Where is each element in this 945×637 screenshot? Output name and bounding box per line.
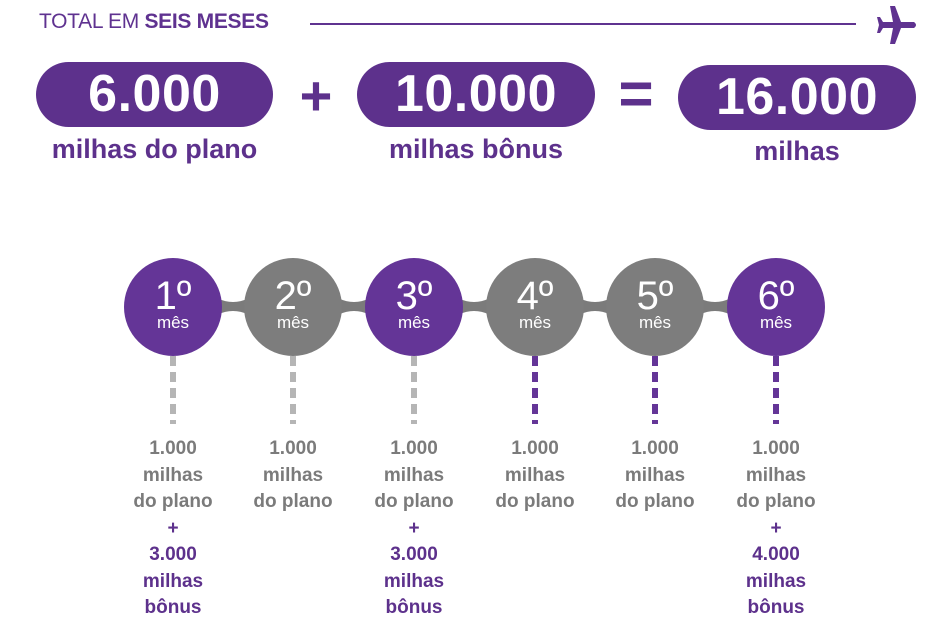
month-details-2: 1.000 milhas do plano — [238, 436, 348, 516]
month-circle-5: 5º mês — [606, 258, 704, 356]
month-details-5: 1.000 milhas do plano — [600, 436, 710, 516]
month-details-3: 1.000 milhas do plano + 3.000 milhas bôn… — [359, 436, 469, 622]
plan-value: 1.000 — [390, 438, 438, 459]
month-unit: mês — [759, 313, 793, 332]
plan-label: milhas — [745, 464, 807, 486]
plan-miles-value: 6.000 — [88, 65, 221, 123]
month-unit: mês — [276, 313, 310, 332]
bonus-value: 4.000 — [752, 544, 800, 565]
plan-label: milhas — [504, 464, 566, 486]
section-title-light: TOTAL EM — [39, 10, 145, 33]
plan-label: do plano — [253, 491, 333, 512]
plan-label: do plano — [736, 491, 816, 512]
total-miles-pill: 16.000 — [678, 65, 916, 130]
bonus-value: 3.000 — [149, 544, 197, 565]
month-unit: mês — [397, 313, 431, 332]
bonus-miles-pill: 10.000 — [357, 62, 595, 127]
section-title: TOTAL EM SEIS MESES — [39, 10, 269, 34]
airplane-icon — [874, 4, 918, 46]
month-unit: mês — [156, 313, 190, 332]
month-details-1: 1.000 milhas do plano + 3.000 milhas bôn… — [118, 436, 228, 622]
bonus-label: milhas — [142, 570, 204, 592]
plan-miles-pill: 6.000 — [36, 62, 273, 127]
plan-label: do plano — [615, 491, 695, 512]
dashed-line-2 — [290, 356, 296, 424]
header-divider-line — [310, 23, 856, 25]
bonus-miles-value: 10.000 — [394, 65, 558, 123]
dashed-line-4 — [532, 356, 538, 424]
month-circle-2: 2º mês — [244, 258, 342, 356]
dashed-line-3 — [411, 356, 417, 424]
month-ordinal: 5º — [636, 274, 674, 318]
plan-label: milhas — [383, 464, 445, 486]
month-circle-6: 6º mês — [727, 258, 825, 356]
plan-label: milhas — [262, 464, 324, 486]
plan-miles-caption: milhas do plano — [51, 134, 258, 164]
plan-value: 1.000 — [149, 438, 197, 459]
plan-label: do plano — [495, 491, 575, 512]
month-circle-1: 1º mês — [124, 258, 222, 356]
month-circle-3: 3º mês — [365, 258, 463, 356]
plan-value: 1.000 — [631, 438, 679, 459]
bonus-label: milhas — [745, 570, 807, 592]
month-ordinal: 4º — [516, 274, 554, 318]
month-ordinal: 1º — [154, 274, 192, 318]
month-circle-4: 4º mês — [486, 258, 584, 356]
bonus-miles-caption: milhas bônus — [388, 134, 564, 164]
connector-notch — [454, 311, 494, 333]
plan-value: 1.000 — [269, 438, 317, 459]
month-unit: mês — [518, 313, 552, 332]
plus-sign: + — [167, 517, 179, 539]
plan-label: milhas — [142, 464, 204, 486]
connector-notch — [575, 311, 615, 333]
bonus-label: bônus — [747, 597, 805, 618]
month-ordinal: 6º — [757, 274, 795, 318]
bonus-label: bônus — [144, 597, 202, 618]
connector-notch — [334, 311, 374, 333]
plan-label: do plano — [133, 491, 213, 512]
dashed-line-6 — [773, 356, 779, 424]
connector-notch — [575, 280, 615, 302]
section-title-bold: SEIS MESES — [144, 10, 269, 33]
plan-value: 1.000 — [511, 438, 559, 459]
dashed-line-1 — [170, 356, 176, 424]
equals-sign: = — [618, 60, 654, 127]
plan-value: 1.000 — [752, 438, 800, 459]
connector-notch — [334, 280, 374, 302]
month-details-6: 1.000 milhas do plano + 4.000 milhas bôn… — [721, 436, 831, 622]
total-miles-caption: milhas — [754, 136, 840, 166]
plus-sign: + — [770, 517, 782, 539]
total-miles-value: 16.000 — [715, 68, 879, 126]
plan-label: milhas — [624, 464, 686, 486]
connector-notch — [695, 280, 735, 302]
dashed-line-5 — [652, 356, 658, 424]
connector-notch — [213, 311, 253, 333]
connector-notch — [695, 311, 735, 333]
month-ordinal: 2º — [274, 274, 312, 318]
month-ordinal: 3º — [395, 274, 433, 318]
bonus-label: milhas — [383, 570, 445, 592]
plan-label: do plano — [374, 491, 454, 512]
month-details-4: 1.000 milhas do plano — [480, 436, 590, 516]
bonus-label: bônus — [385, 597, 443, 618]
connector-notch — [454, 280, 494, 302]
bonus-value: 3.000 — [390, 544, 438, 565]
plus-sign: + — [408, 517, 420, 539]
connector-notch — [213, 280, 253, 302]
plus-sign: + — [299, 64, 333, 127]
month-unit: mês — [638, 313, 672, 332]
